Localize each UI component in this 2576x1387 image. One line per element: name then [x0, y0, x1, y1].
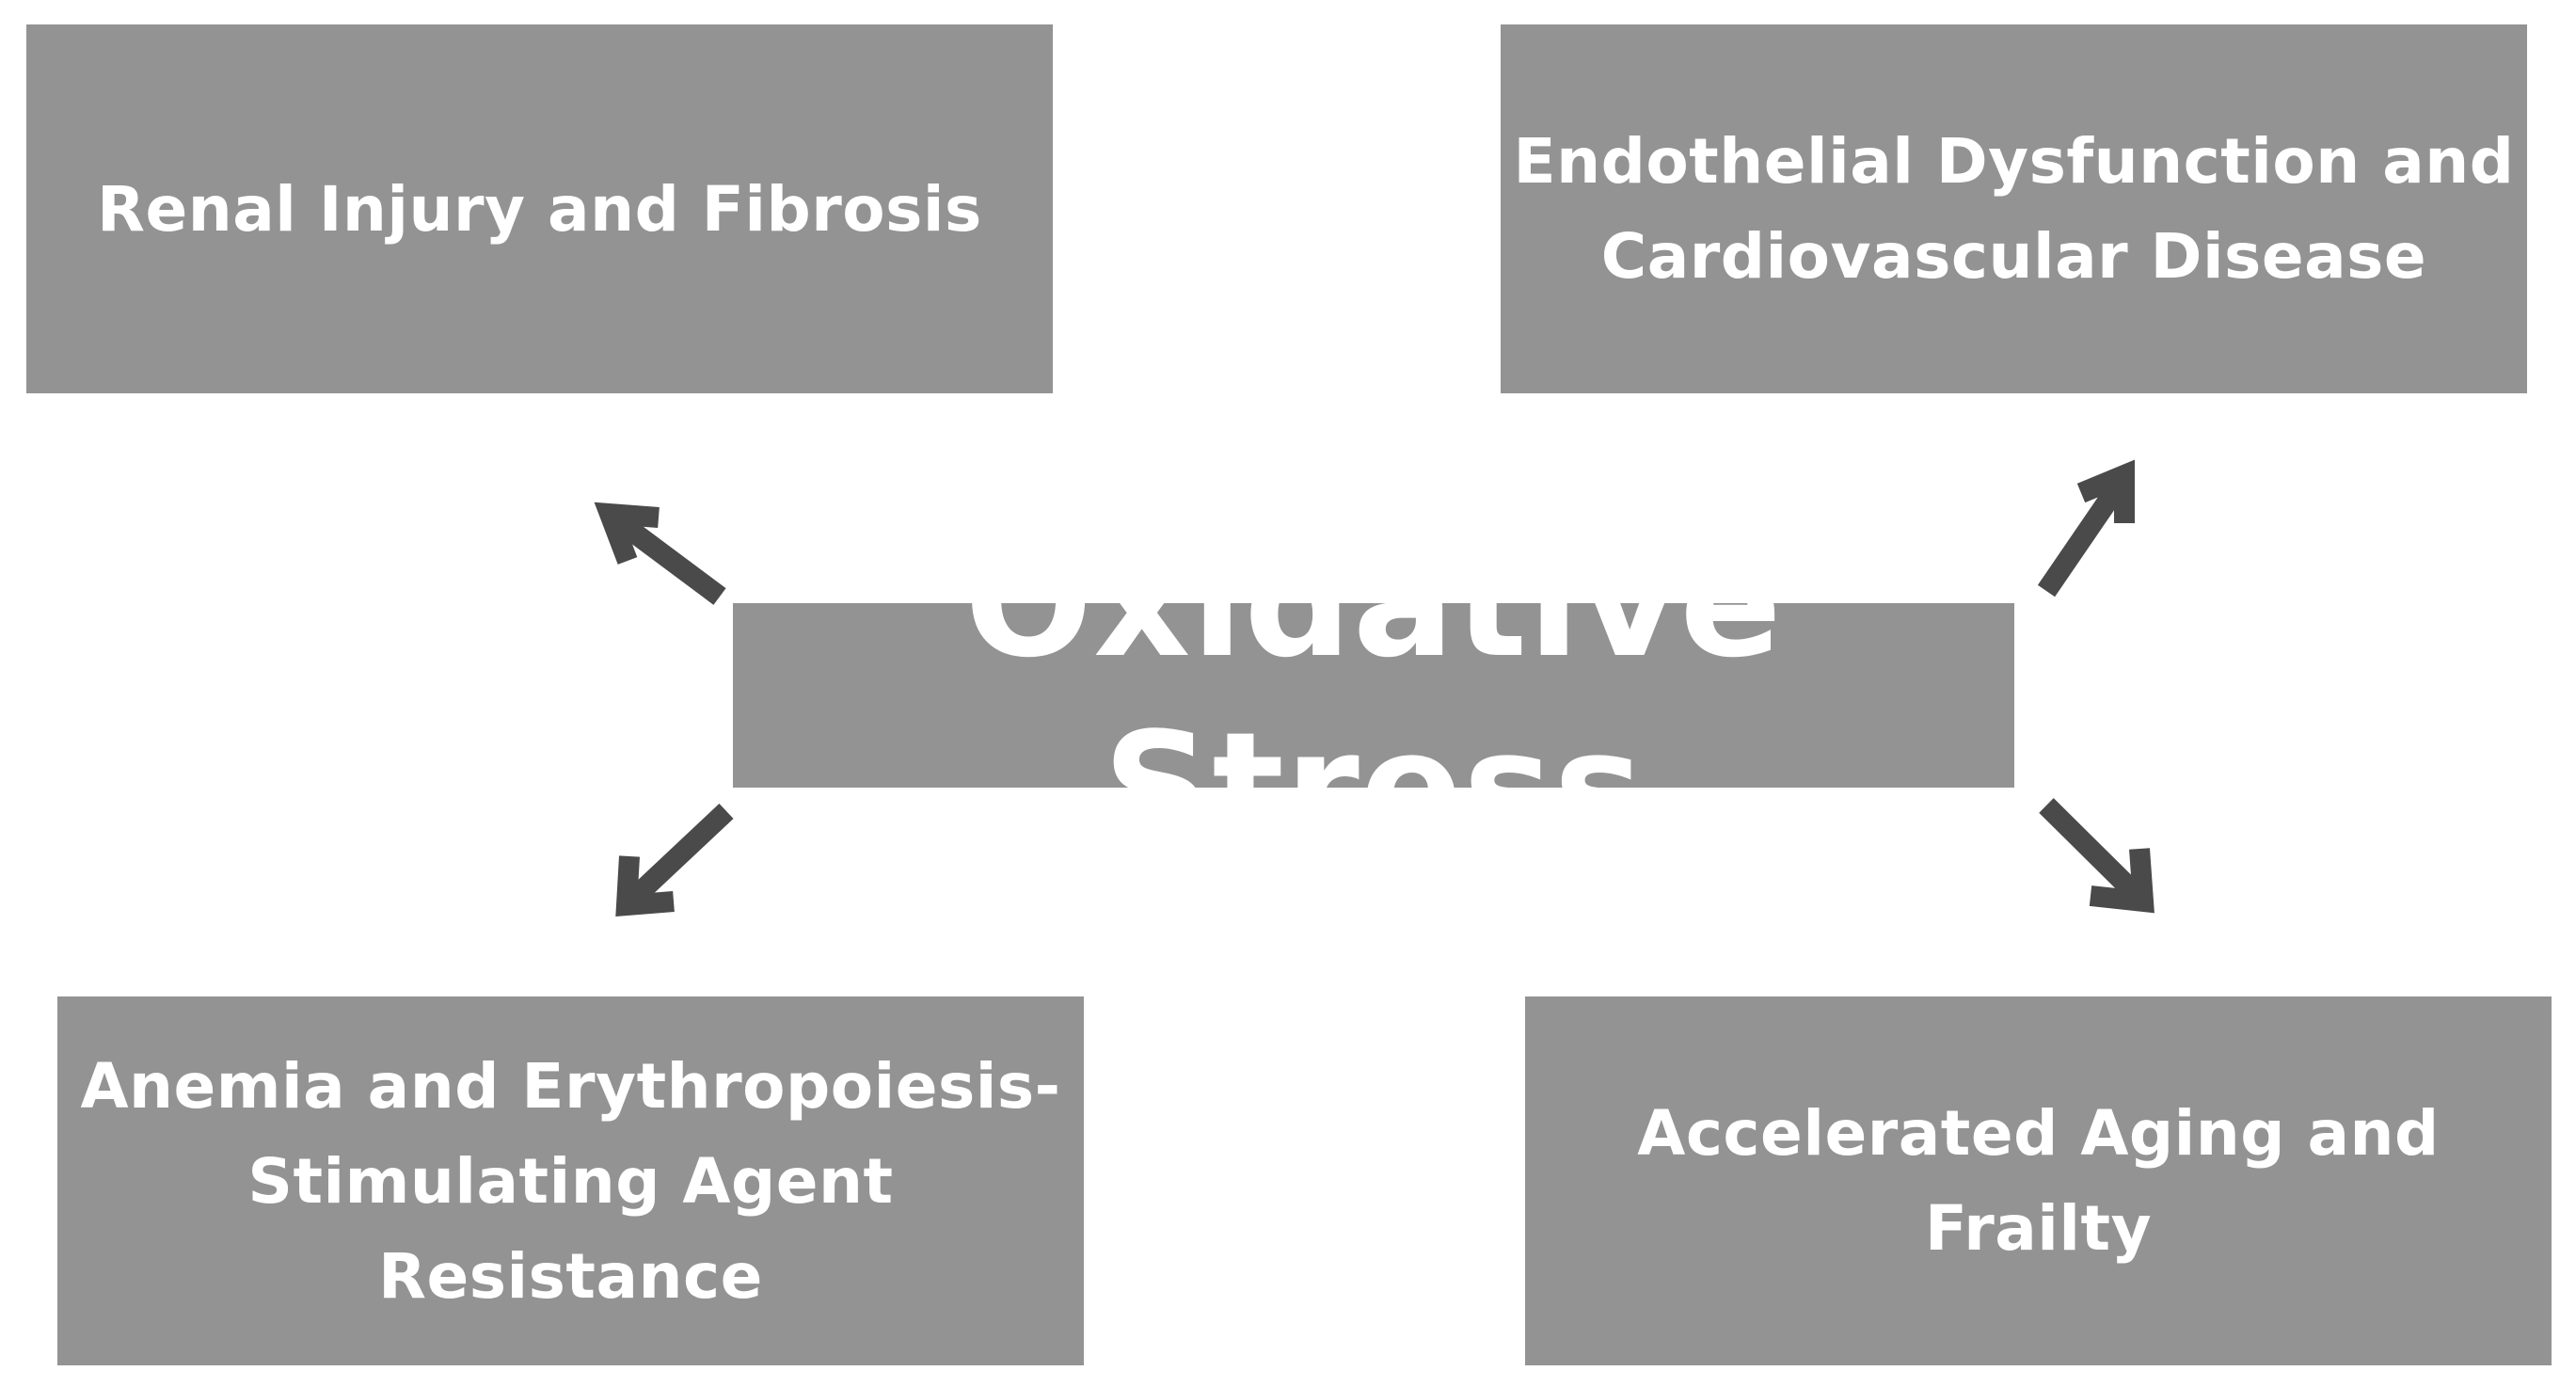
central-concept-box: Oxidative Stress	[733, 515, 2014, 875]
outcome-box-accelerated-aging: Accelerated Aging and Frailty	[1525, 996, 2552, 1365]
arrow-to-accelerated-aging	[2039, 798, 2155, 914]
outcome-box-renal-injury: Renal Injury and Fibrosis	[26, 24, 1053, 393]
outcome-label-endothelial-dysfunction: Endothelial Dysfunction and Cardiovascul…	[1513, 125, 2515, 293]
central-concept-label: Oxidative Stress	[964, 515, 1783, 875]
arrow-to-endothelial-dysfunction	[2037, 459, 2135, 598]
arrow-to-renal-injury	[594, 502, 726, 605]
outcome-box-anemia: Anemia and Erythropoiesis- Stimulating A…	[57, 996, 1084, 1365]
outcome-box-endothelial-dysfunction: Endothelial Dysfunction and Cardiovascul…	[1501, 24, 2527, 393]
outcome-label-anemia: Anemia and Erythropoiesis- Stimulating A…	[80, 1049, 1061, 1313]
outcome-label-accelerated-aging: Accelerated Aging and Frailty	[1637, 1097, 2440, 1265]
outcome-label-renal-injury: Renal Injury and Fibrosis	[97, 172, 982, 246]
arrow-to-anemia	[615, 803, 734, 917]
